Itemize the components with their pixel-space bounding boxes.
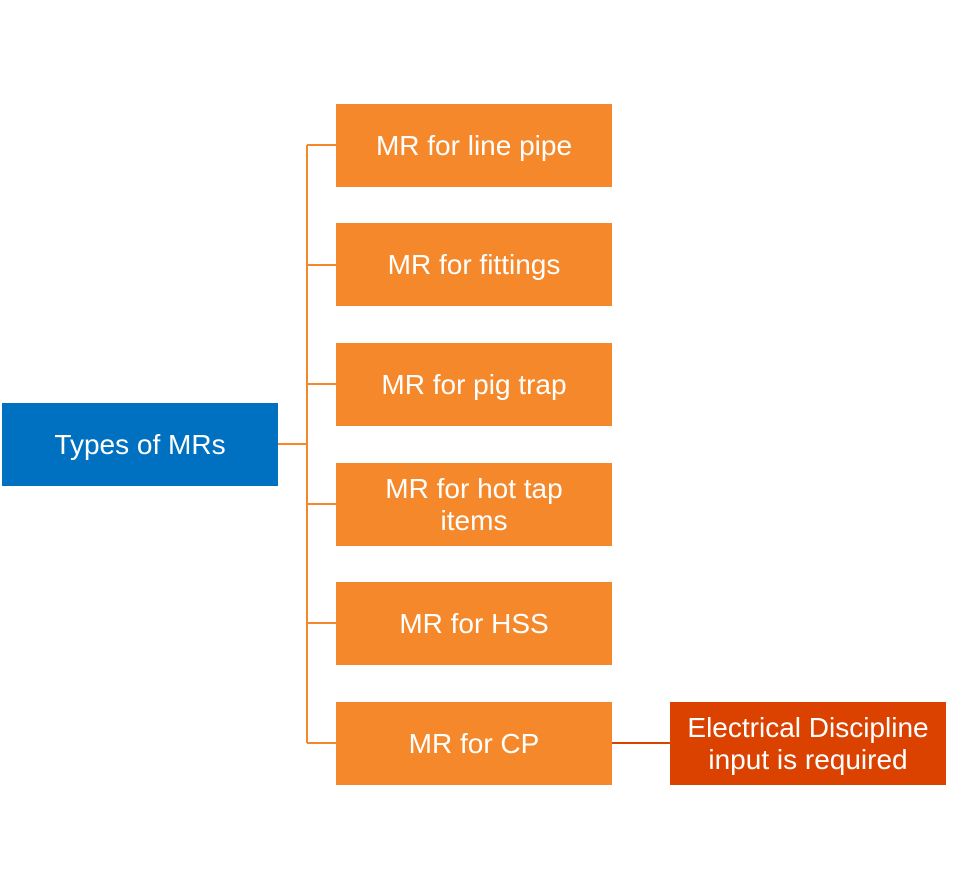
root-node: Types of MRs (2, 403, 278, 486)
child-node-label: MR for line pipe (375, 129, 573, 161)
child-node-label: MR for hot tap items (385, 473, 563, 536)
child-node-label: MR for pig trap (381, 368, 567, 400)
child-node-label: MR for HSS (399, 607, 549, 639)
child-node-line-pipe: MR for line pipe (336, 104, 612, 187)
note-node-label: Electrical Discipline input is required (687, 712, 929, 775)
child-node-label: MR for fittings (387, 248, 561, 280)
child-node-cp: MR for CP (336, 702, 612, 785)
note-node: Electrical Discipline input is required (670, 702, 946, 785)
root-node-label: Types of MRs (54, 428, 226, 460)
child-node-label: MR for CP (408, 727, 540, 759)
child-node-pig-trap: MR for pig trap (336, 343, 612, 426)
child-node-fittings: MR for fittings (336, 223, 612, 306)
child-node-hot-tap-items: MR for hot tap items (336, 463, 612, 546)
child-node-hss: MR for HSS (336, 582, 612, 665)
